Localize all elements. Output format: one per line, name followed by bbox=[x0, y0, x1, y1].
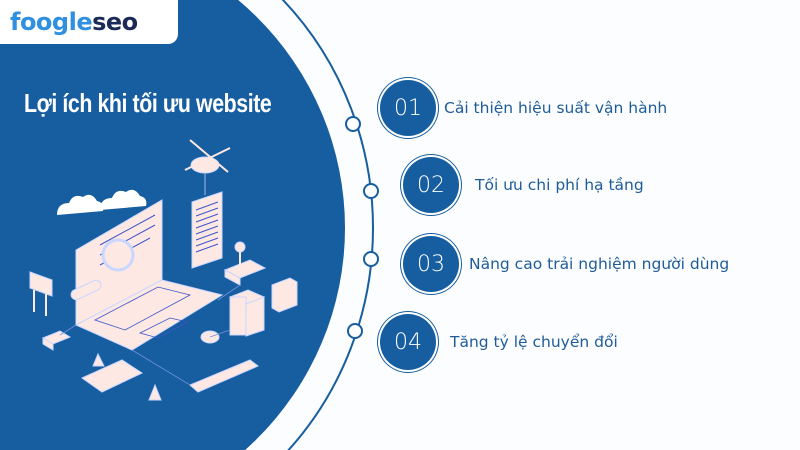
timeline-node-3 bbox=[363, 251, 379, 267]
benefit-label: Cải thiện hiệu suất vận hành bbox=[444, 99, 668, 117]
benefit-number-badge: 01 bbox=[380, 80, 436, 136]
logo-part-seo: seo bbox=[92, 8, 138, 36]
benefit-label: Tăng tỷ lệ chuyển đổi bbox=[450, 333, 618, 351]
page-title: Lợi ích khi tối ưu website bbox=[24, 88, 272, 118]
timeline-node-2 bbox=[363, 183, 379, 199]
logo: foogleseo bbox=[0, 0, 178, 44]
benefit-number-badge: 03 bbox=[403, 236, 459, 292]
logo-part-foogle: foogle bbox=[10, 8, 93, 36]
timeline-node-1 bbox=[345, 116, 361, 132]
benefit-number-badge: 02 bbox=[403, 157, 459, 213]
benefit-item-2: 02 Tối ưu chi phí hạ tầng bbox=[403, 157, 644, 213]
benefit-label: Tối ưu chi phí hạ tầng bbox=[475, 176, 644, 194]
timeline-node-4 bbox=[347, 323, 363, 339]
isometric-laptop-seo-illustration bbox=[29, 139, 298, 401]
benefit-label: Nâng cao trải nghiệm người dùng bbox=[469, 255, 730, 273]
benefit-item-3: 03 Nâng cao trải nghiệm người dùng bbox=[403, 236, 729, 292]
benefit-item-1: 01 Cải thiện hiệu suất vận hành bbox=[380, 80, 667, 136]
timeline-arc bbox=[281, 0, 374, 450]
benefit-number-badge: 04 bbox=[380, 314, 436, 370]
blue-panel bbox=[0, 0, 345, 450]
benefit-item-4: 04 Tăng tỷ lệ chuyển đổi bbox=[380, 314, 618, 370]
